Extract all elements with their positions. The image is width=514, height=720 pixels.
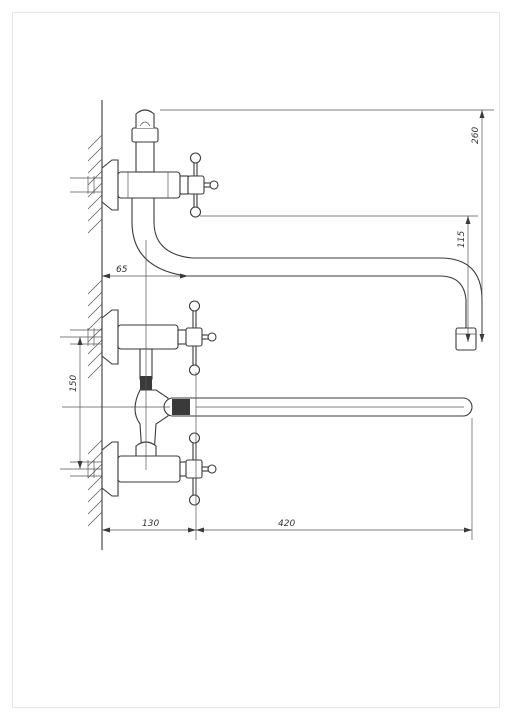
wall	[87, 100, 103, 550]
dim-65-label: 65	[116, 265, 128, 275]
dim-130-label: 130	[142, 519, 159, 529]
dimension-lines	[60, 109, 494, 540]
top-view-mixer	[70, 109, 483, 351]
dim-150-label: 150	[69, 375, 79, 392]
dim-260-label: 260	[471, 127, 481, 144]
dim-420-label: 420	[278, 519, 295, 529]
front-view-mixer	[70, 300, 473, 506]
dim-115-label: 115	[457, 231, 467, 248]
page-frame	[12, 12, 500, 708]
